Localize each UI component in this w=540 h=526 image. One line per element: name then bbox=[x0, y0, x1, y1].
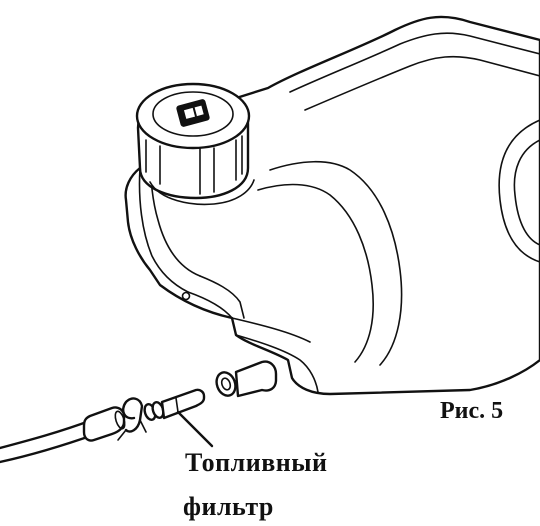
fuel-filter bbox=[143, 388, 206, 421]
cap-emblem-icon bbox=[176, 99, 210, 127]
filler-cap bbox=[135, 82, 255, 206]
callout-label-line1: Топливный bbox=[185, 448, 328, 477]
figure-caption: Рис. 5 bbox=[440, 398, 504, 424]
fuel-tank-body bbox=[124, 15, 540, 398]
filter-leader-line bbox=[176, 410, 214, 448]
callout-label-line2: фильтр bbox=[183, 492, 274, 521]
hose-clamp bbox=[117, 397, 147, 441]
fuel-hose bbox=[0, 406, 126, 464]
